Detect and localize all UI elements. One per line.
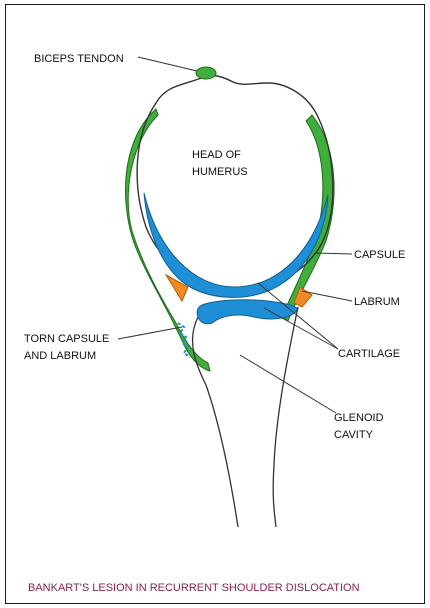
leader-biceps-tendon	[138, 57, 197, 71]
label-labrum: LABRUM	[354, 296, 400, 308]
leader-capsule	[316, 253, 352, 254]
label-torn-capsule-2: AND LABRUM	[24, 350, 96, 362]
scapula-outline-right	[273, 307, 298, 527]
label-glenoid-2: CAVITY	[334, 429, 374, 441]
label-glenoid-1: GLENOID	[334, 412, 384, 424]
leader-glenoid	[240, 355, 336, 413]
label-torn-capsule-1: TORN CAPSULE	[24, 333, 109, 345]
leader-cartilage-2	[264, 308, 338, 349]
bankart-lesion-diagram: BICEPS TENDON HEAD OF HUMERUS CAPSULE LA…	[6, 5, 425, 604]
diagram-frame: BICEPS TENDON HEAD OF HUMERUS CAPSULE LA…	[5, 4, 425, 604]
scapula-outline-left	[193, 317, 238, 527]
biceps-tendon	[196, 67, 216, 79]
label-biceps-tendon: BICEPS TENDON	[34, 53, 124, 65]
label-capsule: CAPSULE	[354, 249, 405, 261]
leader-torn-capsule	[118, 327, 182, 339]
label-head-of-humerus-2: HUMERUS	[192, 166, 248, 178]
diagram-caption: BANKART'S LESION IN RECURRENT SHOULDER D…	[28, 582, 360, 594]
label-head-of-humerus-1: HEAD OF	[192, 149, 241, 161]
capsule-right	[282, 115, 334, 321]
label-cartilage: CARTILAGE	[338, 348, 400, 360]
